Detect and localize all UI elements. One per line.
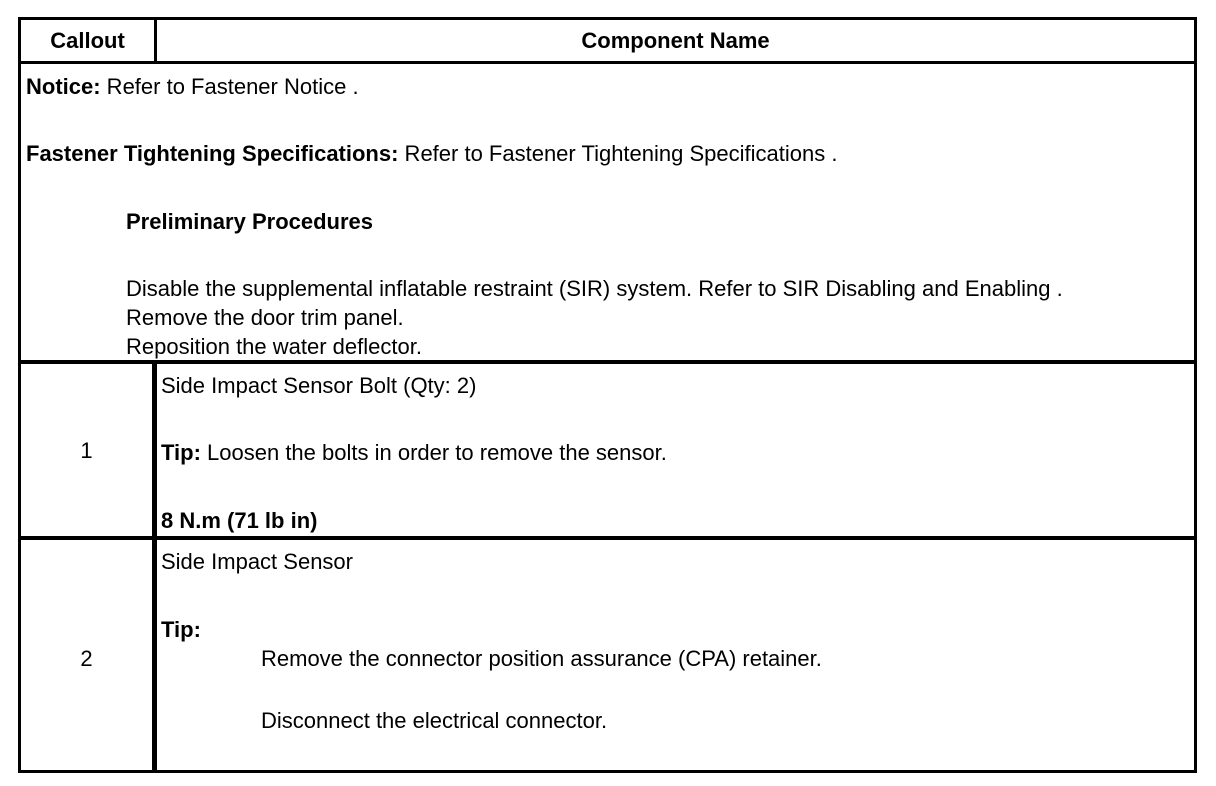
component-name-column-header: Component Name xyxy=(581,28,770,53)
tip-line: Tip: Loosen the bolts in order to remove… xyxy=(161,440,667,466)
callout-number: 2 xyxy=(80,646,93,671)
component-name: Side Impact Sensor xyxy=(161,549,353,574)
column-divider xyxy=(152,364,157,536)
fastener-spec-text: Refer to Fastener Tightening Specificati… xyxy=(398,141,838,166)
procedure-step: Remove the door trim panel. xyxy=(126,305,404,330)
notice-text: Refer to Fastener Notice . xyxy=(100,74,359,99)
fastener-spec-line: Fastener Tightening Specifications: Refe… xyxy=(26,141,837,167)
tip-label: Tip: xyxy=(161,440,201,465)
fastener-spec-label: Fastener Tightening Specifications: xyxy=(26,141,399,166)
torque-spec: 8 N.m (71 lb in) xyxy=(161,508,318,533)
component-name: Side Impact Sensor Bolt (Qty: 2) xyxy=(161,373,477,398)
tip-text: Loosen the bolts in order to remove the … xyxy=(200,440,667,465)
component-table: Callout Component Name Notice: Refer to … xyxy=(18,17,1197,773)
procedure-step: Reposition the water deflector. xyxy=(126,334,422,359)
callout-number: 1 xyxy=(80,438,93,463)
table-row: 1 Side Impact Sensor Bolt (Qty: 2) Tip: … xyxy=(21,364,1194,540)
header-column-divider xyxy=(154,20,157,61)
table-header-row: Callout Component Name xyxy=(21,20,1194,64)
procedure-step: Disable the supplemental inflatable rest… xyxy=(126,276,1063,301)
column-divider xyxy=(152,540,157,770)
tip-label: Tip: xyxy=(161,617,201,642)
notice-section: Notice: Refer to Fastener Notice . Faste… xyxy=(21,64,1194,364)
tip-step: Remove the connector position assurance … xyxy=(261,646,822,671)
callout-column-header: Callout xyxy=(50,28,125,53)
notice-label: Notice: xyxy=(26,74,101,99)
notice-line: Notice: Refer to Fastener Notice . xyxy=(26,74,359,100)
table-row: 2 Side Impact Sensor Tip: Remove the con… xyxy=(21,540,1194,770)
tip-step: Disconnect the electrical connector. xyxy=(261,708,608,733)
preliminary-procedures-heading: Preliminary Procedures xyxy=(126,209,374,234)
